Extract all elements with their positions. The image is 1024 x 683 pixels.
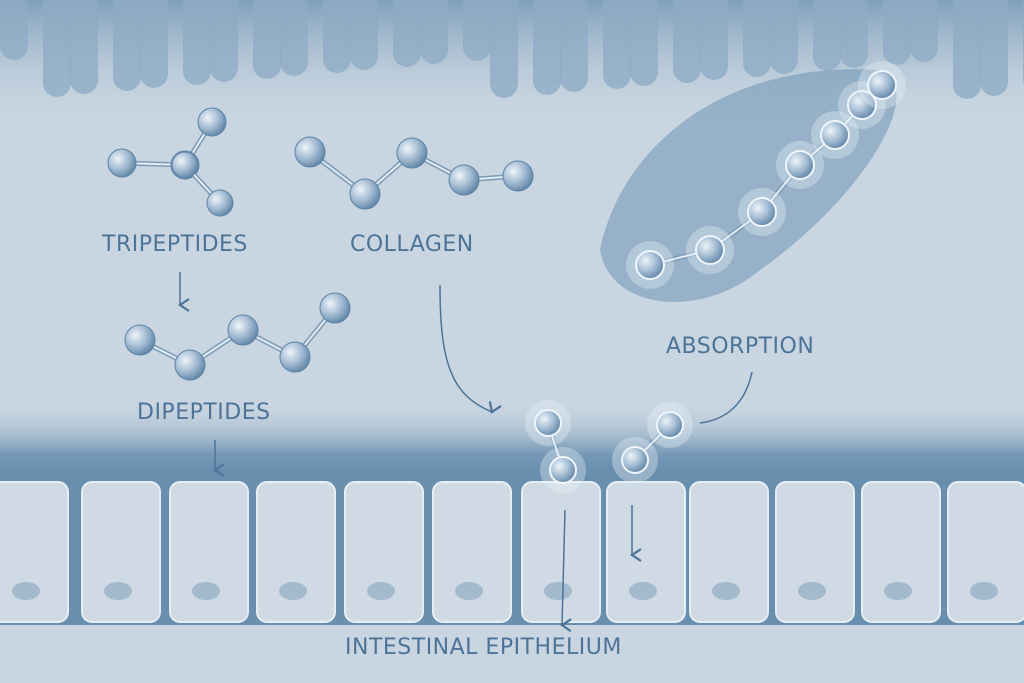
epithelial-cell bbox=[606, 481, 686, 623]
atom bbox=[502, 160, 534, 192]
villus bbox=[533, 0, 561, 95]
collagen-label: COLLAGEN bbox=[350, 232, 474, 257]
villus bbox=[630, 0, 658, 86]
atom bbox=[279, 341, 311, 373]
epithelial-cell bbox=[861, 481, 941, 623]
epithelial-cell bbox=[81, 481, 161, 623]
atom bbox=[171, 151, 199, 179]
arrow-into-cell-1 bbox=[559, 509, 572, 633]
cell-nucleus bbox=[455, 582, 483, 600]
absorption-label: ABSORPTION bbox=[666, 334, 815, 359]
villus bbox=[980, 0, 1008, 96]
villus bbox=[113, 0, 141, 91]
epithelial-cell bbox=[689, 481, 769, 623]
atom bbox=[695, 235, 725, 265]
epithelial-cell bbox=[344, 481, 424, 623]
cell-nucleus bbox=[104, 582, 132, 600]
atom bbox=[549, 456, 577, 484]
villus bbox=[70, 0, 98, 94]
villus bbox=[280, 0, 308, 76]
molecules bbox=[107, 61, 906, 493]
villus bbox=[420, 0, 448, 64]
villus bbox=[323, 0, 351, 73]
bottom-area bbox=[0, 625, 1024, 683]
cell-nucleus bbox=[970, 582, 998, 600]
cell-nucleus bbox=[712, 582, 740, 600]
villus bbox=[743, 0, 771, 77]
villus bbox=[0, 0, 28, 60]
atom bbox=[820, 120, 850, 150]
atom bbox=[124, 324, 156, 356]
villus bbox=[673, 0, 701, 83]
villus bbox=[43, 0, 71, 97]
epithelial-cell bbox=[169, 481, 249, 623]
villus bbox=[393, 0, 421, 67]
atom bbox=[349, 178, 381, 210]
absorbed-peptide-chain bbox=[626, 61, 906, 289]
intestinal-epithelium-label: INTESTINAL EPITHELIUM bbox=[345, 635, 622, 660]
cell-nucleus bbox=[279, 582, 307, 600]
atom bbox=[206, 189, 234, 217]
atom bbox=[534, 409, 562, 437]
cell-nucleus bbox=[367, 582, 395, 600]
villus bbox=[140, 0, 168, 88]
epithelial-cell bbox=[432, 481, 512, 623]
atom bbox=[785, 150, 815, 180]
atom bbox=[847, 90, 877, 120]
cell-nucleus bbox=[798, 582, 826, 600]
atom bbox=[448, 164, 480, 196]
villus bbox=[883, 0, 911, 65]
cell-nucleus bbox=[192, 582, 220, 600]
tripeptide-branch bbox=[171, 151, 234, 217]
arrow-absorption bbox=[699, 371, 753, 424]
atom bbox=[294, 136, 326, 168]
dipeptide-absorbing-1 bbox=[525, 400, 586, 493]
villus bbox=[770, 0, 798, 74]
epithelial-cell bbox=[775, 481, 855, 623]
atom bbox=[867, 70, 897, 100]
atom bbox=[319, 292, 351, 324]
cell-nucleus bbox=[884, 582, 912, 600]
cell-nucleus bbox=[12, 582, 40, 600]
villus bbox=[490, 0, 518, 98]
villi bbox=[0, 0, 1024, 99]
villus bbox=[813, 0, 841, 71]
atom bbox=[107, 148, 137, 178]
atom bbox=[747, 197, 777, 227]
villus bbox=[910, 0, 938, 62]
epithelial-cells bbox=[0, 481, 1024, 623]
atom bbox=[621, 446, 649, 474]
villus bbox=[253, 0, 281, 79]
atom bbox=[656, 411, 684, 439]
villus bbox=[603, 0, 631, 89]
epithelial-cell bbox=[0, 481, 69, 623]
cell-nucleus bbox=[629, 582, 657, 600]
atom bbox=[197, 107, 227, 137]
tripeptides-label: TRIPEPTIDES bbox=[102, 232, 248, 257]
atom bbox=[174, 349, 206, 381]
collagen-molecule bbox=[294, 136, 534, 210]
arrow-collagen bbox=[439, 284, 502, 414]
cell-nucleus bbox=[544, 582, 572, 600]
epithelial-cell bbox=[947, 481, 1024, 623]
atom bbox=[227, 314, 259, 346]
dipeptide-absorbing-2 bbox=[612, 402, 693, 483]
villus bbox=[700, 0, 728, 80]
dipeptides-label: DIPEPTIDES bbox=[137, 400, 271, 425]
villus bbox=[463, 0, 491, 61]
villus bbox=[953, 0, 981, 99]
villus bbox=[560, 0, 588, 92]
dipeptide-molecule bbox=[124, 292, 351, 381]
epithelial-cell bbox=[521, 481, 601, 623]
atom bbox=[635, 250, 665, 280]
atom bbox=[396, 137, 428, 169]
villus bbox=[210, 0, 238, 82]
villus bbox=[183, 0, 211, 85]
villus bbox=[840, 0, 868, 68]
epithelial-cell bbox=[256, 481, 336, 623]
villus bbox=[350, 0, 378, 70]
